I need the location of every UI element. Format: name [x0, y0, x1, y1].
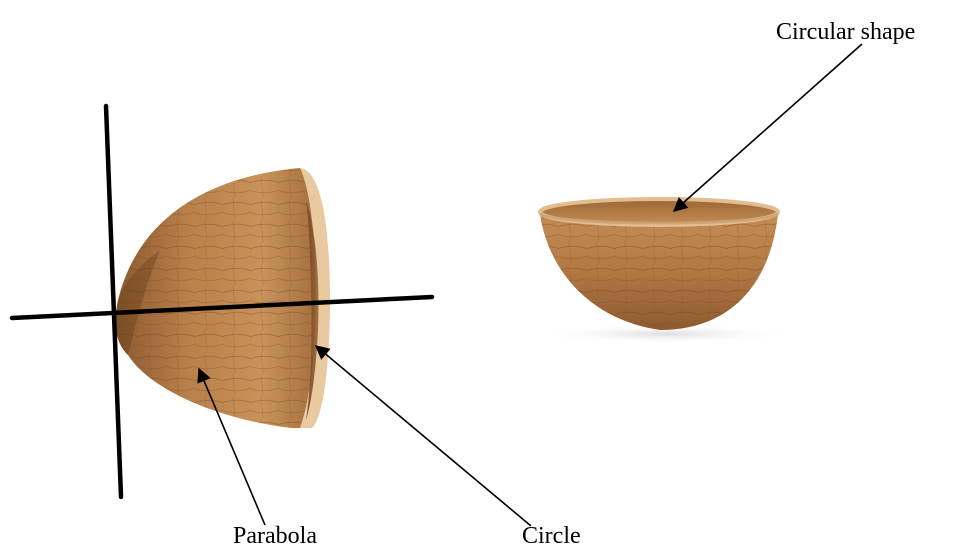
label-circular-shape: Circular shape: [776, 20, 915, 44]
label-circle: Circle: [522, 524, 581, 548]
upright-bowl: [535, 199, 795, 344]
sideways-bowl: [116, 168, 330, 428]
arrow-circular-shape: [674, 44, 862, 211]
arrow-circle: [316, 346, 531, 526]
label-parabola: Parabola: [233, 524, 317, 548]
